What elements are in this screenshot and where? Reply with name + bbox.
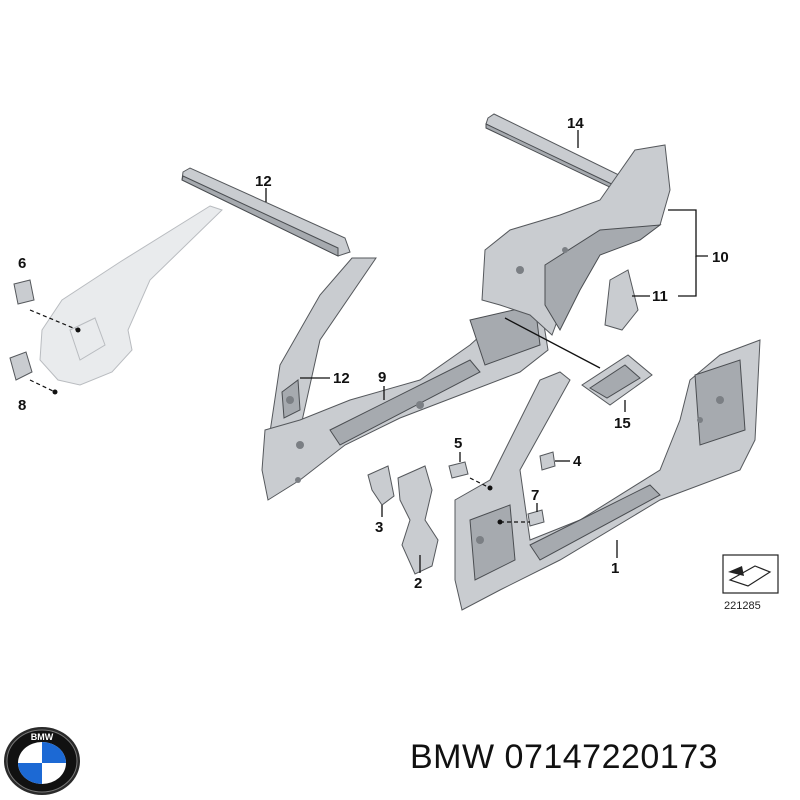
reference-number: 221285 [724,600,761,612]
callout-8: 8 [18,397,26,414]
callout-labels: 12 14 10 11 12 9 15 6 8 5 4 7 3 2 1 [18,115,729,592]
part-13-roof-rail [181,167,351,257]
reference-symbol-box: 221285 [722,554,779,612]
callout-11: 11 [652,288,668,305]
callout-6: 6 [18,255,26,272]
callout-12: 12 [333,370,350,387]
callout-4: 4 [573,453,582,470]
part-15-bracket [581,354,653,406]
ghost-a-pillar-panel [39,205,223,386]
callout-15: 15 [614,415,631,432]
bmw-logo-icon: BMW [4,727,80,795]
callout-10: 10 [712,249,729,266]
callout-13: 12 [255,173,272,190]
part-9-inner-sill [261,299,549,501]
leader-lines [29,130,708,573]
part-2-pillar-bracket [397,465,439,575]
part-8-hinge-bracket [9,351,33,381]
callout-3: 3 [375,519,383,536]
part-7-clip [527,509,545,527]
part-number-title: BMW 07147220173 [410,738,718,777]
callout-9: 9 [378,369,386,386]
callout-2: 2 [414,575,422,592]
bmw-logo-lettering: BMW [31,732,54,742]
part-5-clip [448,461,469,479]
callout-5: 5 [454,435,462,452]
part-1-side-frame [454,339,761,611]
part-3-small-bracket [367,465,395,506]
part-14-rear-rail [485,113,631,193]
part-number: 07147220173 [504,738,719,776]
callout-14: 14 [567,115,584,132]
callout-1: 1 [611,560,619,577]
part-10-rear-quarter-inner [481,144,671,336]
part-6-hinge-bracket [13,279,35,305]
callout-7: 7 [531,487,539,504]
part-11-wheelhouse-bracket [604,269,639,331]
brand-name: BMW [410,738,495,776]
part-4-clip [539,451,556,471]
